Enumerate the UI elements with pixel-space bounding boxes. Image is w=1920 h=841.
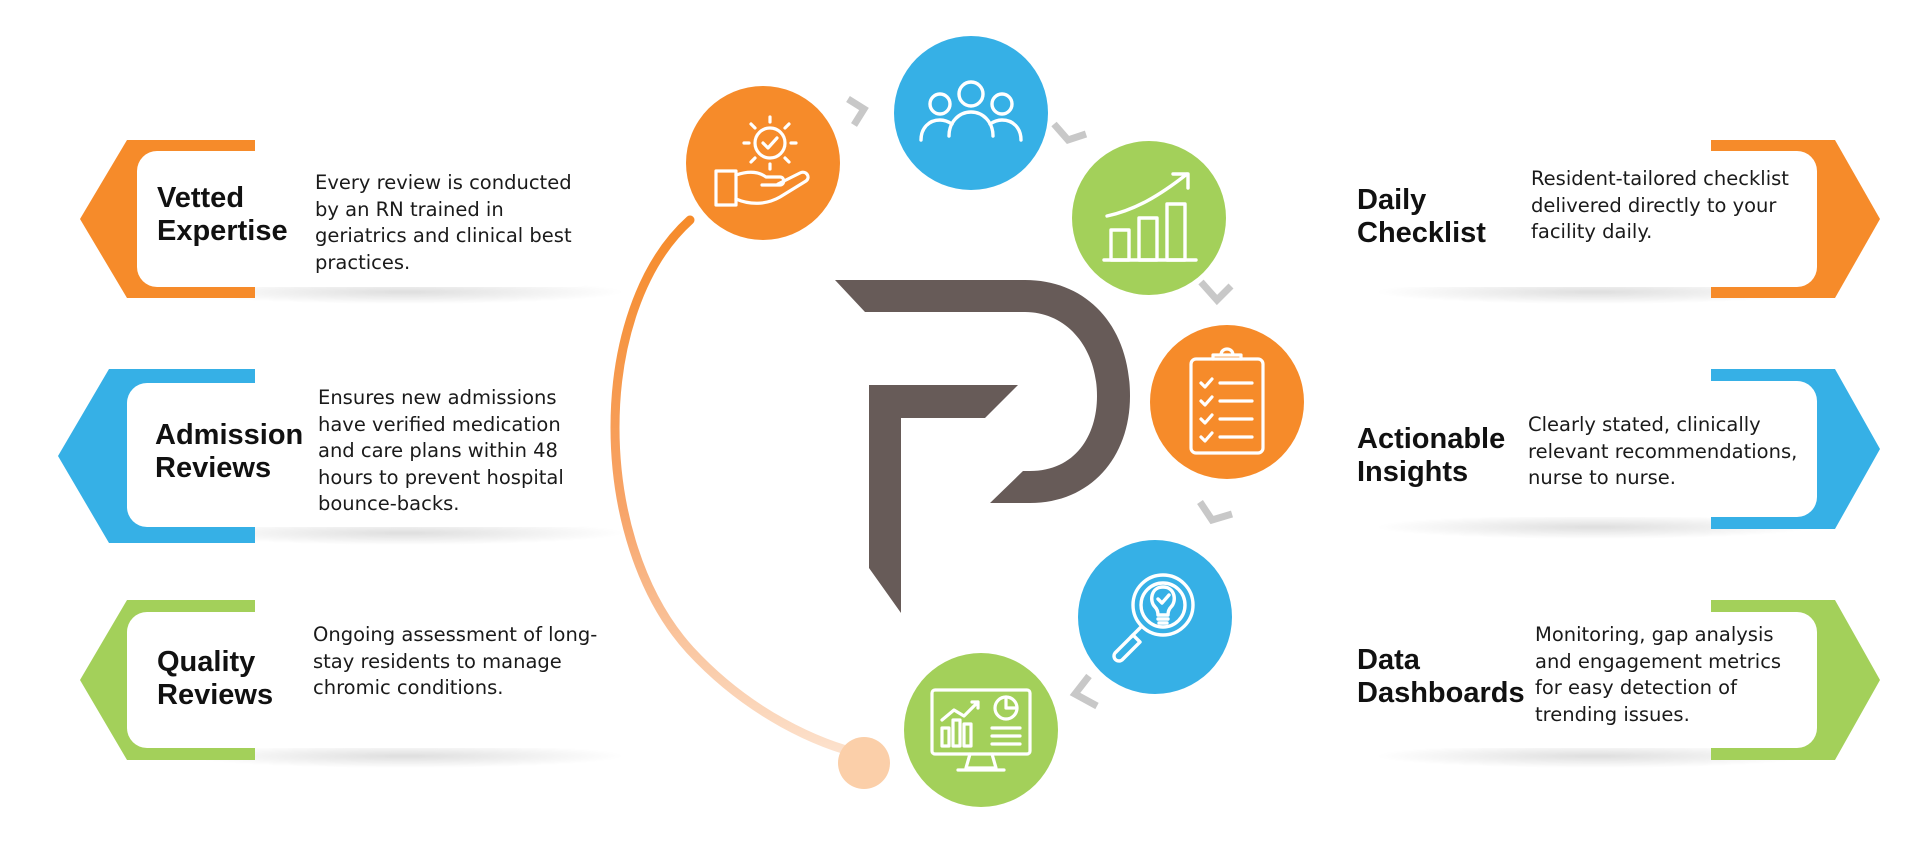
feature-title: Quality Reviews — [157, 646, 274, 711]
hand-gear-check-icon — [686, 86, 840, 240]
hexagon-tab-icon — [80, 600, 625, 768]
arc-end-dot — [838, 737, 890, 789]
feature-admission-reviews: Admission Reviews Ensures new admissions… — [55, 367, 625, 545]
feature-quality-reviews: Quality Reviews Ongoing assessment of lo… — [75, 598, 625, 768]
brand-logo-letter-p — [835, 280, 1130, 613]
clipboard-checklist-icon — [1150, 325, 1304, 479]
feature-description: Ensures new admissions have verified med… — [318, 386, 564, 515]
hexagon-tab-icon — [58, 369, 625, 545]
feature-data-dashboards: Data Dashboards Monitoring, gap analysis… — [1335, 598, 1880, 768]
monitor-dashboard-icon — [904, 653, 1058, 807]
feature-title: Data Dashboards — [1357, 644, 1525, 709]
progress-arc — [610, 215, 890, 789]
feature-title: Vetted Expertise — [157, 182, 288, 247]
feature-title: Admission Reviews — [155, 419, 304, 484]
feature-description: Ongoing assessment of long-stay resident… — [313, 623, 598, 699]
magnifier-lightbulb-icon — [1078, 540, 1232, 694]
chevron-down-icon — [1051, 121, 1088, 145]
team-icon — [894, 36, 1048, 190]
feature-description: Monitoring, gap analysis and engagement … — [1535, 623, 1782, 726]
hexagon-tab-icon — [1335, 140, 1880, 304]
chevron-right-icon — [846, 96, 869, 127]
chevron-left-icon — [1069, 673, 1099, 710]
hexagon-tab-icon — [1335, 369, 1880, 539]
hexagon-tab-icon — [1335, 600, 1880, 768]
feature-description: Clearly stated, clinically relevant reco… — [1528, 413, 1798, 489]
feature-title: Daily Checklist — [1357, 184, 1486, 249]
feature-vetted-expertise: Vetted Expertise Every review is conduct… — [75, 138, 625, 304]
hexagon-tab-icon — [80, 140, 625, 304]
growth-chart-icon — [1072, 141, 1226, 295]
chevron-down-icon — [1197, 500, 1234, 525]
chevron-down-icon — [1198, 279, 1234, 306]
feature-actionable-insights: Actionable Insights Clearly stated, clin… — [1335, 367, 1880, 539]
feature-description: Every review is conducted by an RN train… — [315, 171, 572, 274]
feature-daily-checklist: Daily Checklist Resident-tailored checkl… — [1335, 138, 1880, 304]
feature-title: Actionable Insights — [1357, 423, 1506, 488]
feature-description: Resident-tailored checklist delivered di… — [1531, 167, 1789, 243]
